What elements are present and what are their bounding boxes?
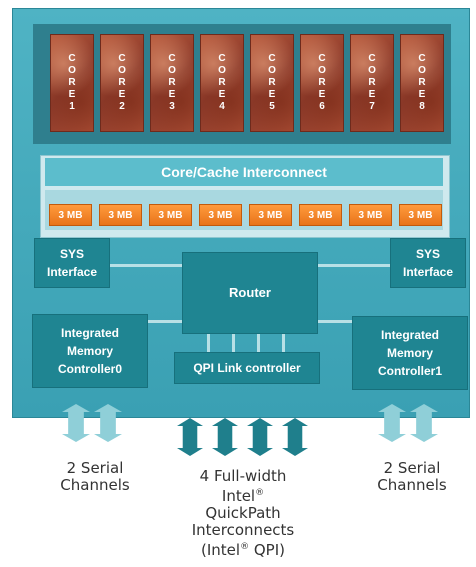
core-label: CORE7 xyxy=(366,53,378,113)
cache-5: 3 MB xyxy=(249,204,292,226)
core-cache-interconnect: Core/Cache Interconnect xyxy=(45,158,443,186)
caption-center-line1: 4 Full-width xyxy=(199,467,287,485)
wire-qpi-3 xyxy=(257,334,260,352)
sys-interface-right: SYS Interface xyxy=(390,238,466,288)
registered-mark-1: ® xyxy=(255,488,265,498)
core-3: CORE3 xyxy=(150,34,194,132)
sys-interface-left: SYS Interface xyxy=(34,238,110,288)
imc0-line1: Integrated xyxy=(60,326,119,340)
core-1: CORE1 xyxy=(50,34,94,132)
cache-6: 3 MB xyxy=(299,204,342,226)
integrated-memory-controller-1: Integrated Memory Controller1 xyxy=(352,316,468,390)
wire-qpi-2 xyxy=(232,334,235,352)
cache-1: 3 MB xyxy=(49,204,92,226)
imc0-line3: Controller0 xyxy=(57,362,122,376)
core-label: CORE8 xyxy=(416,53,428,113)
router: Router xyxy=(182,252,318,334)
sys-right-line2: Interface xyxy=(402,265,454,279)
core-label: CORE3 xyxy=(166,53,178,113)
core-4: CORE4 xyxy=(200,34,244,132)
sys-right-line1: SYS xyxy=(415,247,440,261)
imc1-line1: Integrated xyxy=(380,328,439,342)
caption-center: 4 Full-width Intel® QuickPath Interconne… xyxy=(168,468,318,559)
wire-sys-left-router xyxy=(110,264,182,267)
cache-2: 3 MB xyxy=(99,204,142,226)
serial-arrow-left-2 xyxy=(94,404,122,442)
qpi-link-controller: QPI Link controller xyxy=(174,352,320,384)
caption-center-line2-wrap: Intel® xyxy=(168,485,318,505)
core-label: CORE1 xyxy=(66,53,78,113)
cache-7: 3 MB xyxy=(349,204,392,226)
wire-qpi-1 xyxy=(207,334,210,352)
sys-left-line2: Interface xyxy=(46,265,98,279)
wire-imc0-router xyxy=(148,320,182,323)
registered-mark-2: ® xyxy=(240,542,250,552)
core-7: CORE7 xyxy=(350,34,394,132)
cache-3: 3 MB xyxy=(149,204,192,226)
caption-left-line1: 2 Serial xyxy=(66,459,124,477)
caption-left-line2: Channels xyxy=(60,476,130,494)
sys-left-line1: SYS xyxy=(59,247,84,261)
core-8: CORE8 xyxy=(400,34,444,132)
serial-arrow-right-1 xyxy=(378,404,406,442)
qpi-ctrl-label: QPI Link controller xyxy=(193,361,301,375)
router-label: Router xyxy=(229,285,271,300)
serial-arrow-left-1 xyxy=(62,404,90,442)
cache-8: 3 MB xyxy=(399,204,442,226)
core-label: CORE6 xyxy=(316,53,328,113)
wire-qpi-4 xyxy=(282,334,285,352)
caption-center-line3: QuickPath xyxy=(205,504,281,522)
wire-router-sys-right xyxy=(318,264,390,267)
core-2: CORE2 xyxy=(100,34,144,132)
qpi-arrow-3 xyxy=(247,418,273,456)
serial-arrow-right-2 xyxy=(410,404,438,442)
core-label: CORE4 xyxy=(216,53,228,113)
core-label: CORE2 xyxy=(116,53,128,113)
core-label: CORE5 xyxy=(266,53,278,113)
caption-center-line5-wrap: (Intel® QPI) xyxy=(168,539,318,559)
core-5: CORE5 xyxy=(250,34,294,132)
qpi-arrow-1 xyxy=(177,418,203,456)
caption-center-line5b: QPI) xyxy=(249,541,285,559)
wire-router-imc1 xyxy=(318,320,352,323)
caption-right-line2: Channels xyxy=(377,476,447,494)
cache-4: 3 MB xyxy=(199,204,242,226)
caption-right-line1: 2 Serial xyxy=(383,459,441,477)
caption-center-line2: Intel xyxy=(221,487,256,505)
caption-left: 2 Serial Channels xyxy=(35,460,155,494)
qpi-arrow-2 xyxy=(212,418,238,456)
qpi-arrow-4 xyxy=(282,418,308,456)
caption-center-line4: Interconnects xyxy=(191,521,295,539)
integrated-memory-controller-0: Integrated Memory Controller0 xyxy=(32,314,148,388)
imc1-line2: Memory xyxy=(386,346,433,360)
imc0-line2: Memory xyxy=(66,344,113,358)
caption-center-line5a: (Intel xyxy=(201,541,241,559)
caption-right: 2 Serial Channels xyxy=(352,460,472,494)
core-6: CORE6 xyxy=(300,34,344,132)
imc1-line3: Controller1 xyxy=(377,364,442,378)
